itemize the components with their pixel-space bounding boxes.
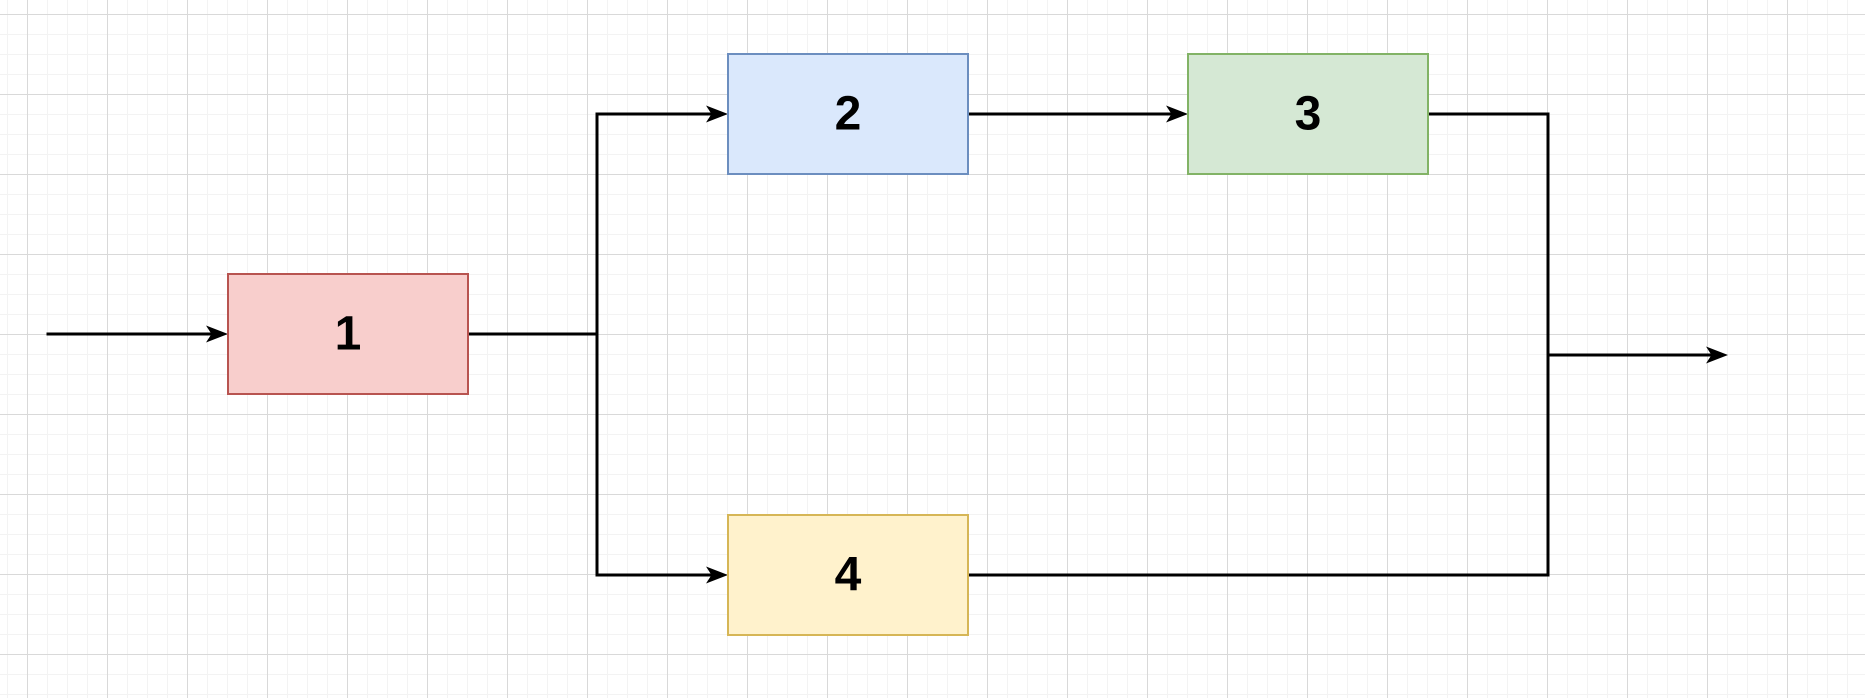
node-3[interactable]: 3 [1187,53,1429,175]
arrowhead-icon[interactable] [1706,346,1728,364]
edge-input-1[interactable] [46,325,228,343]
edge-1-2-line[interactable] [466,112,715,336]
arrowhead-icon[interactable] [706,566,728,584]
node-1-label: 1 [335,308,362,361]
edge-1-2[interactable] [466,105,728,336]
arrowhead-icon[interactable] [206,325,228,343]
edge-4-merge-line[interactable] [966,353,1550,577]
node-3-label: 3 [1295,88,1322,141]
node-1-shape[interactable] [227,273,469,395]
node-4[interactable]: 4 [727,514,969,636]
edge-1-4-line[interactable] [595,332,715,577]
node-1[interactable]: 1 [227,273,469,395]
arrowhead-icon[interactable] [706,105,728,123]
edge-2-3[interactable] [966,105,1188,123]
edge-3-merge[interactable] [1426,112,1550,357]
edge-3-merge-line[interactable] [1426,112,1550,357]
edge-merge-output[interactable] [1546,346,1728,364]
node-3-shape[interactable] [1187,53,1429,175]
arrowhead-icon[interactable] [1166,105,1188,123]
node-2[interactable]: 2 [727,53,969,175]
edge-4-merge[interactable] [966,353,1550,577]
node-2-shape[interactable] [727,53,969,175]
node-4-shape[interactable] [727,514,969,636]
edge-1-4[interactable] [595,332,728,584]
node-4-label: 4 [835,549,862,602]
node-2-label: 2 [835,88,862,141]
